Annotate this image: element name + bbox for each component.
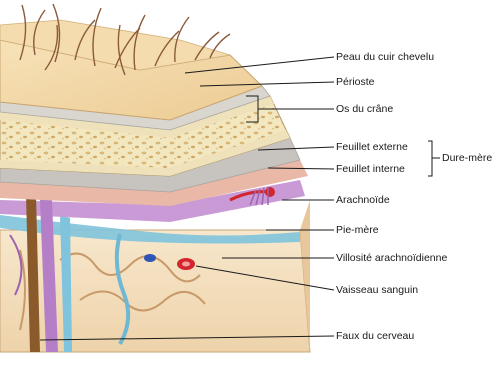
- label-inner-layer: Feuillet interne: [336, 163, 405, 175]
- label-scalp: Peau du cuir chevelu: [336, 51, 434, 63]
- label-arachnoid-villus: Villosité arachnoïdienne: [336, 252, 447, 264]
- label-periosteum: Périoste: [336, 76, 375, 88]
- label-outer-layer: Feuillet externe: [336, 141, 408, 153]
- label-blood-vessel: Vaisseau sanguin: [336, 284, 418, 296]
- label-falx: Faux du cerveau: [336, 330, 414, 342]
- label-skull-bone: Os du crâne: [336, 103, 393, 115]
- label-pia-mater: Pie-mère: [336, 224, 379, 236]
- label-arachnoid: Arachnoïde: [336, 194, 390, 206]
- label-dura-mater: Dure-mère: [442, 152, 492, 164]
